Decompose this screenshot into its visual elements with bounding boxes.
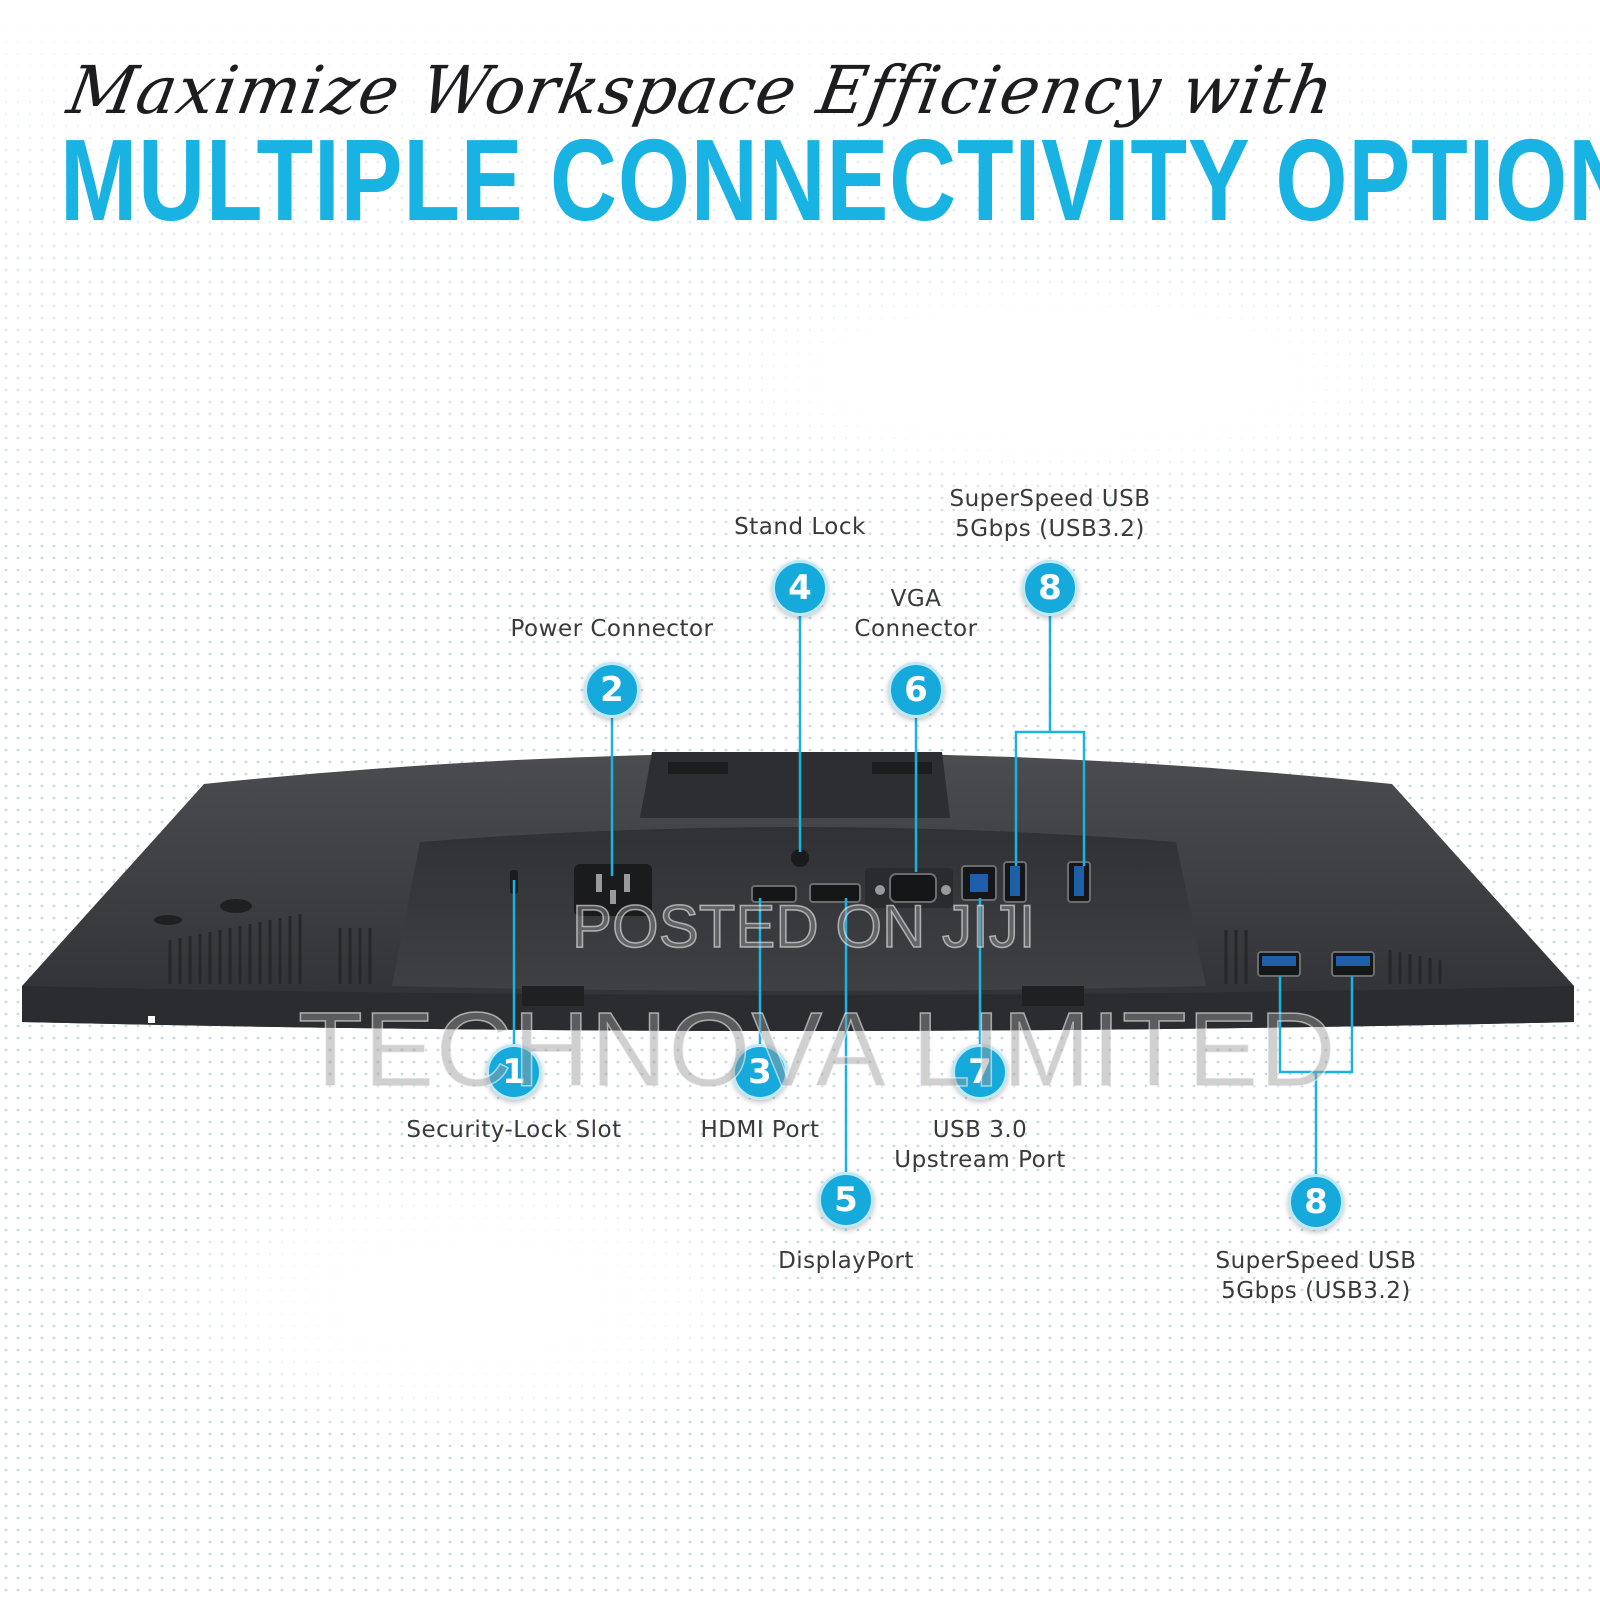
label-superspeed-usb-top: SuperSpeed USB 5Gbps (USB3.2)	[949, 486, 1151, 542]
label-security-lock-slot: Security-Lock Slot	[406, 1117, 622, 1143]
headline-main: MULTIPLE CONNECTIVITY OPTIONS	[60, 115, 1600, 245]
hdmi-port	[751, 885, 797, 903]
watermark-technova-limited: TECHNOVA LIMITED	[297, 990, 1337, 1110]
label-power-connector: Power Connector	[510, 616, 714, 642]
badge-7: 7	[952, 1044, 1008, 1100]
label-vga-connector: VGA Connector	[854, 586, 978, 642]
label-displayport: DisplayPort	[778, 1248, 914, 1274]
label-usb-upstream-port: USB 3.0 Upstream Port	[894, 1117, 1066, 1173]
badge-3: 3	[732, 1044, 788, 1100]
displayport-port	[809, 883, 861, 903]
badge-6: 6	[888, 662, 944, 718]
vga-port	[889, 873, 937, 903]
stand-lock-hole	[791, 849, 809, 867]
badge-2: 2	[584, 662, 640, 718]
badge-4: 4	[772, 560, 828, 616]
monitor-bottom-view	[22, 752, 1574, 1031]
label-superspeed-usb-bottom: SuperSpeed USB 5Gbps (USB3.2)	[1215, 1248, 1417, 1304]
badge-1: 1	[486, 1044, 542, 1100]
badge-8-top: 8	[1022, 560, 1078, 616]
leader-lines	[512, 614, 1354, 1174]
label-hdmi-port: HDMI Port	[700, 1117, 820, 1143]
badge-5: 5	[818, 1172, 874, 1228]
watermark-posted-on-jiji: POSTED ON JIJI	[571, 892, 1036, 961]
badge-8-bottom: 8	[1288, 1174, 1344, 1230]
label-stand-lock: Stand Lock	[734, 514, 866, 540]
